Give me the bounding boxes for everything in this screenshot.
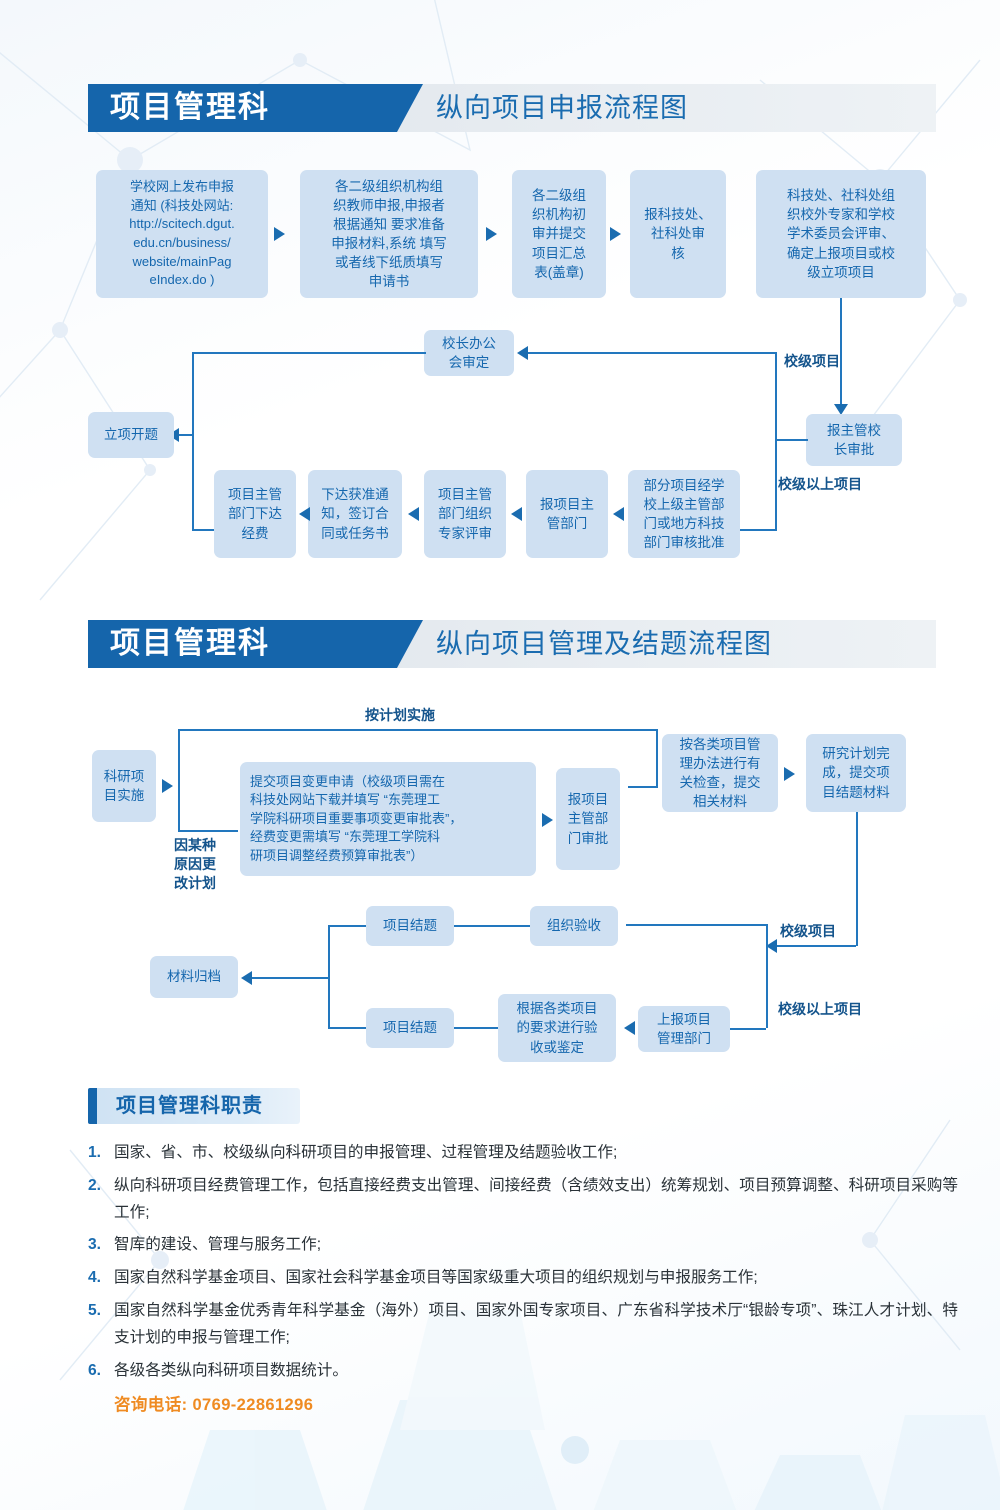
flow2-label-school-level: 校级项目 — [780, 923, 836, 939]
section2-flow-title: 纵向项目管理及结题流程图 — [436, 629, 772, 659]
flow2-arrow-branch-left — [766, 939, 777, 953]
duty-number: 3. — [88, 1236, 102, 1254]
flow2-box-report-management: 上报项目 管理部门 — [638, 1006, 730, 1052]
duties-header-accent-bar — [88, 1088, 97, 1124]
duty-item: 5. 国家自然科学基金优秀青年科学基金（海外）项目、国家外国专家项目、广东省科学… — [88, 1298, 958, 1352]
duties-title: 项目管理科职责 — [116, 1095, 263, 1117]
flow1-box-report-to-authority: 报项目主 管部门 — [526, 470, 608, 558]
flow2-line-branch-to-acceptance — [626, 924, 766, 926]
duty-number: 6. — [88, 1361, 102, 1379]
flow1-label-school-level: 校级项目 — [784, 353, 840, 369]
flow2-box-project-closure-bottom: 项目结题 — [366, 1008, 454, 1048]
flow2-box-project-closure-top: 项目结题 — [366, 906, 454, 946]
flow2-label-as-planned: 按计划实施 — [365, 707, 435, 723]
section2-department-title: 项目管理科 — [110, 627, 270, 660]
flow1-arrow-1 — [274, 227, 285, 241]
flow1-box-teacher-apply: 各二级组织机构组 织教师申报,申报者 根据通知 要求准备 申报材料,系统 填写 … — [300, 170, 478, 298]
section1-department-title: 项目管理科 — [110, 91, 270, 124]
flow1-line-left-vertical — [192, 352, 194, 530]
flow2-box-acceptance-criteria: 根据各类项目 的要求进行验 收或鉴定 — [498, 994, 616, 1062]
flow2-line-loop-left — [178, 729, 180, 832]
duty-number: 2. — [88, 1176, 102, 1194]
flow1-box-superior-approval: 部分项目经学 校上级主管部 门或地方科技 部门审核批准 — [628, 470, 740, 558]
flow2-line-loop-right — [656, 729, 658, 787]
duties-header: 项目管理科职责 — [88, 1088, 300, 1124]
flow2-arrow-to-loop — [162, 779, 173, 793]
flow2-line-merge-vertical — [328, 925, 330, 1028]
flow2-label-above-school-level: 校级以上项目 — [778, 1001, 862, 1017]
flow2-line-top-loop — [178, 729, 658, 731]
flow1-arrow-b4 — [613, 507, 624, 521]
duty-number: 1. — [88, 1144, 102, 1161]
flow2-arrow-report-to-criteria — [624, 1021, 635, 1035]
flow1-line-trunk-to-approval — [737, 529, 777, 531]
flow2-box-archive-materials: 材料归档 — [150, 956, 238, 998]
duty-item: 1. 国家、省、市、校级纵向科研项目的申报管理、过程管理及结题验收工作; — [88, 1140, 958, 1167]
duty-text: 纵向科研项目经费管理工作，包括直接经费支出管理、间接经费（含绩效支出）统筹规划、… — [114, 1176, 958, 1221]
flow2-line-merge-to-archive — [252, 977, 328, 979]
flow1-box-report-vice-president: 报主管校 长审批 — [806, 414, 902, 466]
flow2-label-change-plan: 因某种 原因更 改计划 — [174, 837, 216, 891]
flow1-box-submit-to-offices: 报科技处、 社科处审 核 — [630, 170, 726, 298]
flow1-arrow-b3 — [511, 507, 522, 521]
flow1-box-preliminary-review: 各二级组 织机构初 审并提交 项目汇总 表(盖章) — [512, 170, 606, 298]
flow2-line-completion-down — [856, 812, 858, 946]
duty-item: 2. 纵向科研项目经费管理工作，包括直接经费支出管理、间接经费（含绩效支出）统筹… — [88, 1173, 958, 1227]
duty-item: 4. 国家自然科学基金项目、国家社会科学基金项目等国家级重大项目的组织规划与申报… — [88, 1265, 958, 1292]
flow1-line-trunk-right — [775, 352, 777, 530]
duty-number: 5. — [88, 1302, 102, 1320]
flow1-box-expert-evaluation: 项目主管 部门组织 专家评审 — [424, 470, 506, 558]
flow1-box-approval-notice-contract: 下达获准通 知，签订合 同或任务书 — [308, 470, 402, 558]
section1-flow-title: 纵向项目申报流程图 — [436, 93, 688, 123]
duty-text: 各级各类纵向科研项目数据统计。 — [114, 1361, 348, 1379]
flow2-line-closure-acceptance-top — [454, 925, 530, 927]
section2-banner: 项目管理科 纵向项目管理及结题流程图 — [88, 620, 936, 668]
flow2-box-inspection: 按各类项目管 理办法进行有 关检查，提交 相关材料 — [662, 734, 778, 812]
flow2-arrow-to-approval — [542, 813, 553, 827]
contact-phone: 咨询电话: 0769-22861296 — [114, 1395, 314, 1414]
flow1-arrow-3 — [610, 227, 621, 241]
duty-item: 3. 智库的建设、管理与服务工作; — [88, 1232, 958, 1259]
flow2-line-branch-to-report — [728, 1028, 766, 1030]
flow1-label-above-school-level: 校级以上项目 — [778, 476, 862, 492]
flow1-arrow-b2 — [408, 507, 419, 521]
duty-item: 6. 各级各类纵向科研项目数据统计。 — [88, 1358, 958, 1385]
flow1-box-publish-notice: 学校网上发布申报 通知 (科技处网站: http://scitech.dgut.… — [96, 170, 268, 298]
flow2-line-loop-bottom-left — [178, 830, 238, 832]
flow1-arrow-into-president-meeting — [517, 346, 528, 360]
flow2-box-change-application: 提交项目变更申请（校级项目需在 科技处网站下载并填写 “东莞理工 学院科研项目重… — [240, 762, 536, 876]
flow2-line-closure-criteria-bottom — [454, 1027, 498, 1029]
flow1-line-left-to-kickoff — [178, 434, 194, 436]
duty-text: 国家、省、市、校级纵向科研项目的申报管理、过程管理及结题验收工作; — [114, 1144, 618, 1161]
flow1-line-to-president-meeting — [528, 352, 775, 354]
flow2-box-authority-approval: 报项目 主管部 门审批 — [556, 768, 620, 870]
flow2-line-loop-to-check — [628, 786, 658, 788]
flow1-line-down-from-expert — [840, 298, 842, 407]
flow1-arrow-2 — [486, 227, 497, 241]
flow1-box-expert-review: 科技处、社科处组 织校外专家和学校 学术委员会评审、 确定上报项目或校 级立项项… — [756, 170, 926, 298]
flow1-line-left-from-president — [192, 352, 426, 354]
flow2-arrow-into-archive — [241, 971, 252, 985]
flow2-line-merge-bottom — [328, 1027, 366, 1029]
flow1-box-president-office-meeting: 校长办公 会审定 — [424, 330, 514, 376]
duty-number: 4. — [88, 1269, 102, 1287]
flow2-line-merge-top — [328, 925, 366, 927]
flow2-box-plan-complete: 研究计划完 成，提交项 目结题材料 — [806, 734, 906, 812]
flow1-box-project-kickoff: 立项开题 — [88, 412, 174, 458]
flow1-box-allocate-funds: 项目主管 部门下达 经费 — [214, 470, 296, 558]
duty-text: 国家自然科学基金项目、国家社会科学基金项目等国家级重大项目的组织规划与申报服务工… — [114, 1269, 758, 1287]
flow1-arrow-b1 — [299, 507, 310, 521]
flow1-line-trunk-to-vp — [775, 439, 808, 441]
flow2-arrow-to-completion — [784, 767, 795, 781]
flow2-line-to-branch — [776, 945, 856, 947]
duty-text: 国家自然科学基金优秀青年科学基金（海外）项目、国家外国专家项目、广东省科学技术厅… — [114, 1302, 958, 1346]
section1-banner: 项目管理科 纵向项目申报流程图 — [88, 84, 936, 132]
flow2-box-organize-acceptance: 组织验收 — [530, 906, 618, 946]
flow2-box-research-implementation: 科研项 目实施 — [92, 750, 156, 822]
duties-list: 1. 国家、省、市、校级纵向科研项目的申报管理、过程管理及结题验收工作; 2. … — [88, 1140, 958, 1415]
flow1-line-left-to-budget — [192, 529, 214, 531]
duty-text: 智库的建设、管理与服务工作; — [114, 1236, 322, 1254]
flow2-line-branch-trunk — [766, 924, 768, 1028]
